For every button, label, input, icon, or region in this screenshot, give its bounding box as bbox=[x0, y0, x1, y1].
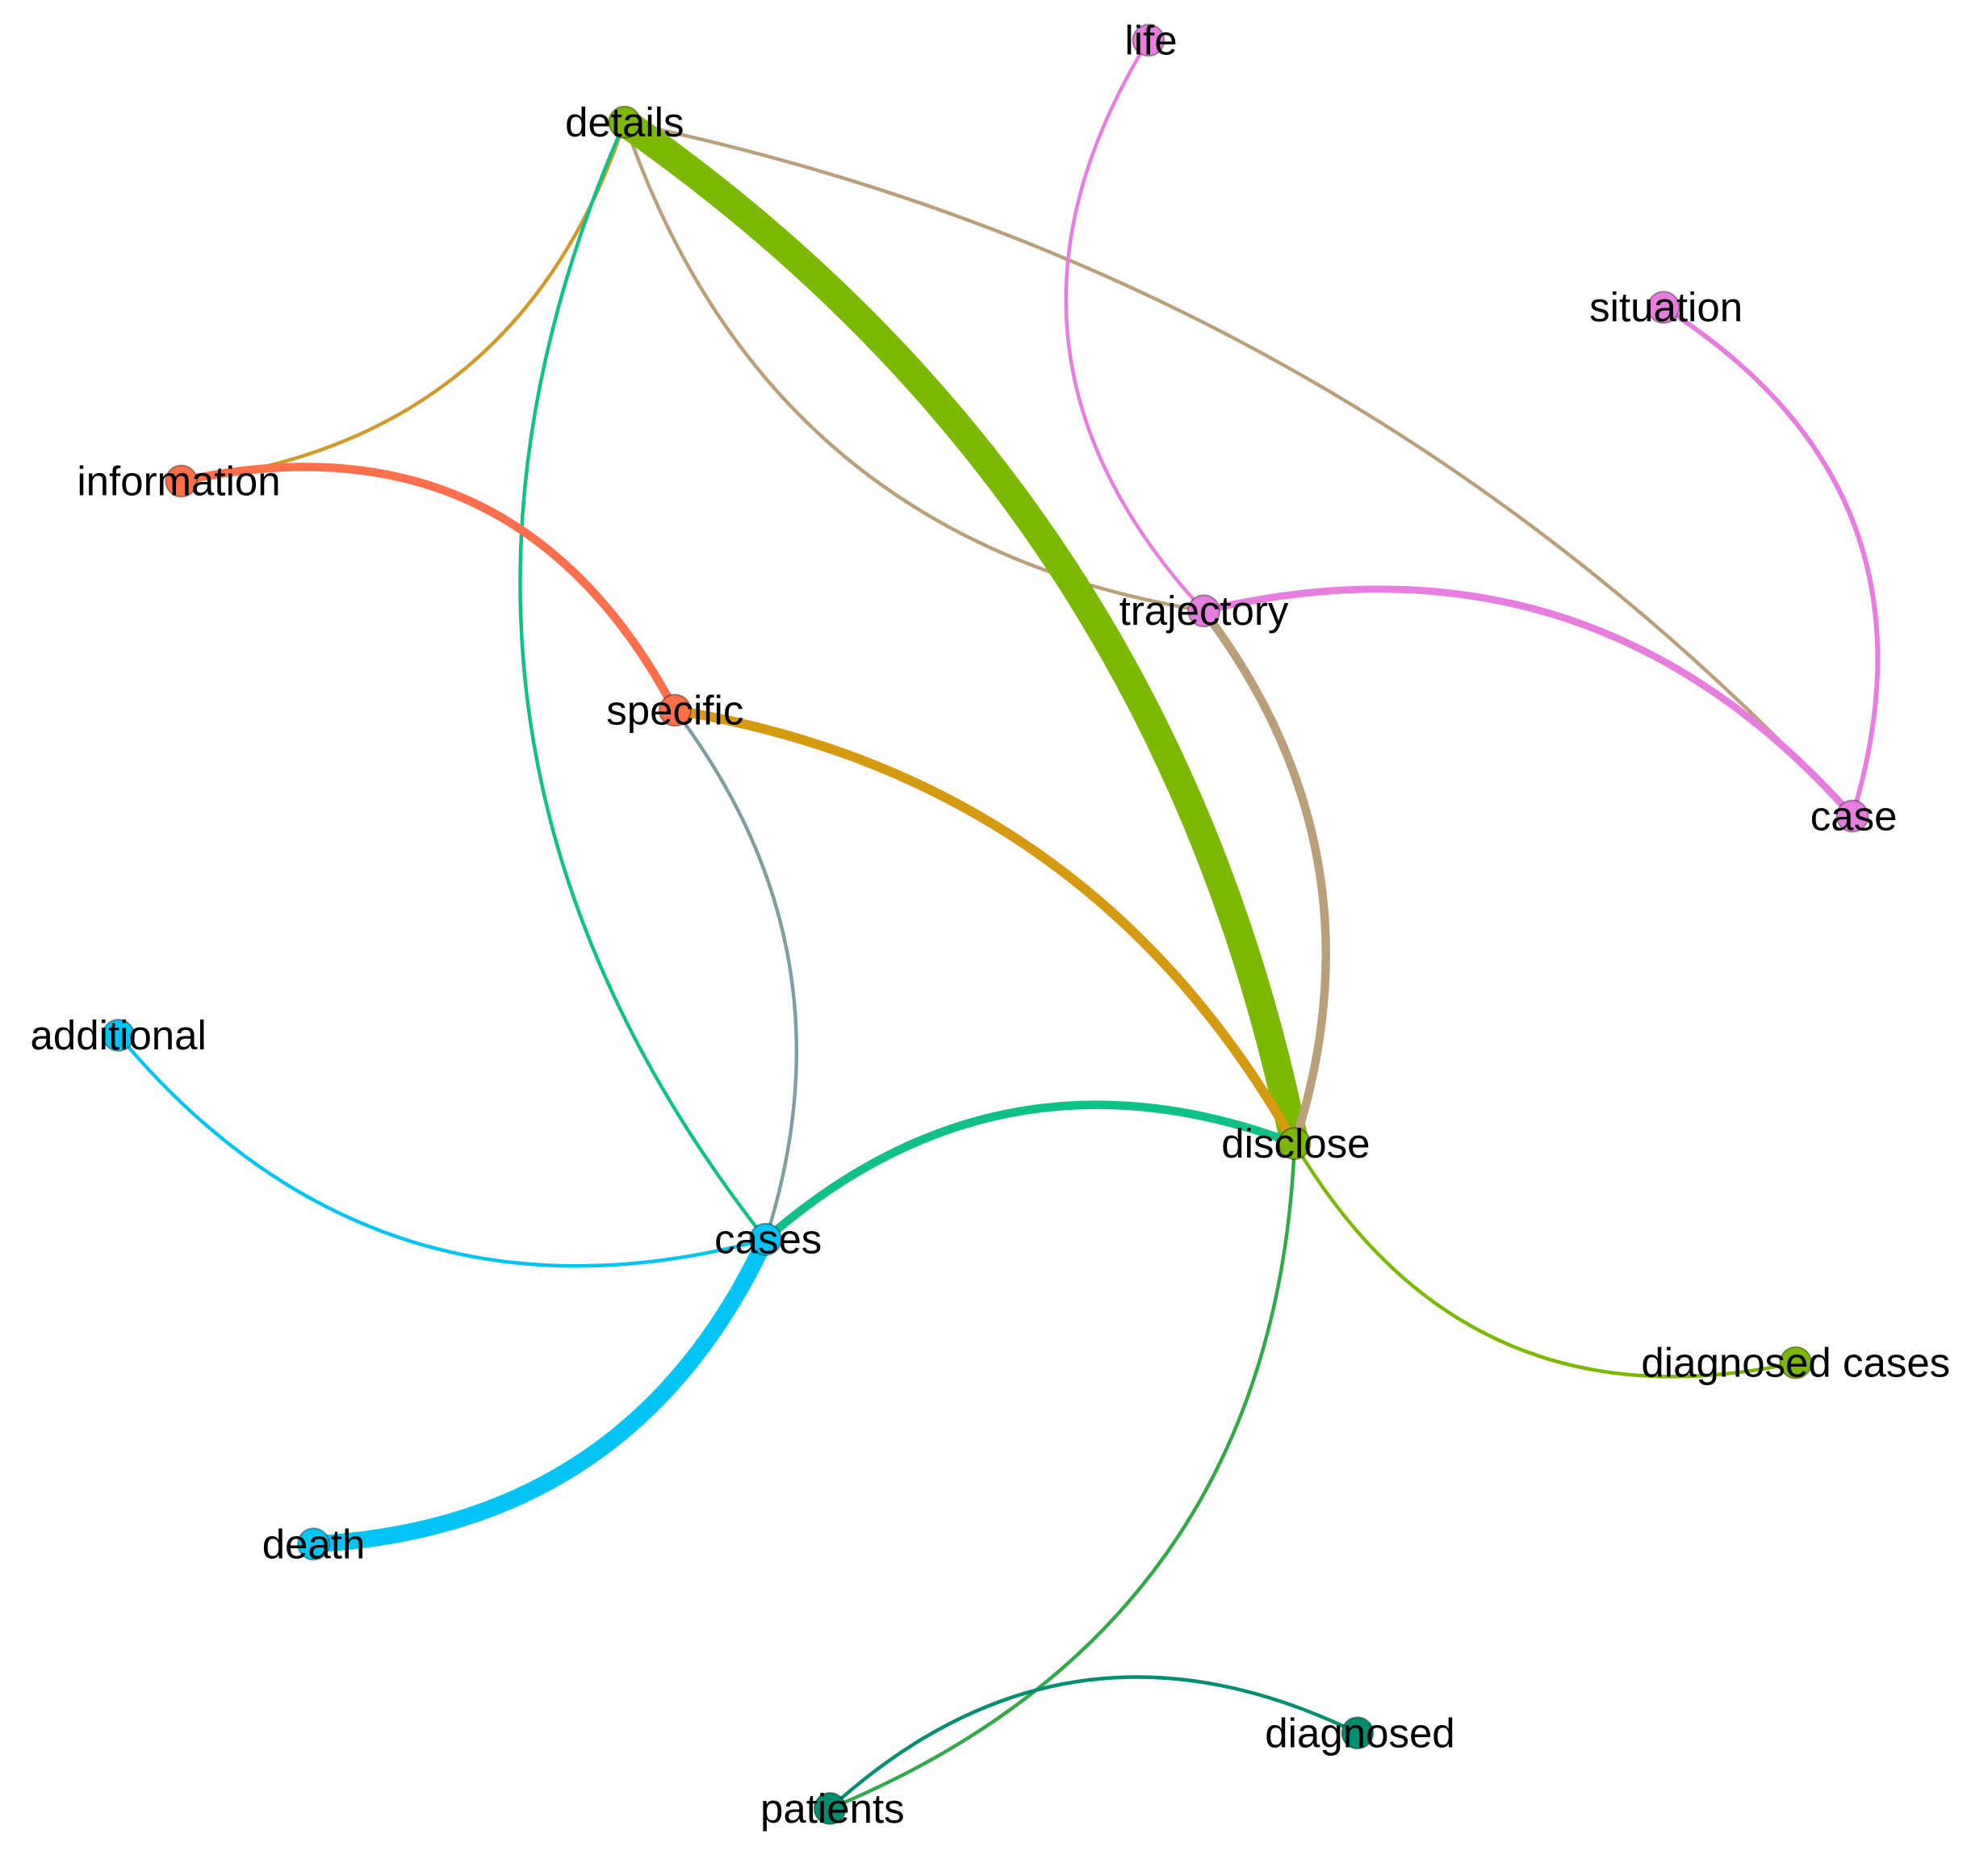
node-label-details: details bbox=[565, 99, 684, 145]
edge-additional-cases bbox=[116, 1033, 768, 1268]
edge-details-cases bbox=[518, 120, 768, 1242]
edge-trajectory-case bbox=[1200, 585, 1856, 820]
node-label-additional: additional bbox=[31, 1012, 207, 1058]
node-label-trajectory: trajectory bbox=[1120, 588, 1289, 634]
node-label-death: death bbox=[262, 1521, 366, 1567]
edge-information-specific bbox=[177, 463, 680, 715]
edge-patients-diagnosed bbox=[828, 1675, 1360, 1811]
node-label-situation: situation bbox=[1589, 284, 1743, 330]
edge-situation-case bbox=[1661, 304, 1881, 819]
edge-specific-disclose bbox=[670, 705, 1299, 1149]
node-label-cases: cases bbox=[714, 1216, 822, 1263]
edge-cases-death bbox=[305, 1230, 774, 1553]
node-cases bbox=[749, 1222, 783, 1256]
node-label-patients: patients bbox=[760, 1786, 905, 1832]
node-label-diagnosed-cases: diagnosed cases bbox=[1641, 1340, 1950, 1386]
node-layer bbox=[102, 23, 1869, 1825]
node-label-information: information bbox=[77, 459, 280, 505]
node-label-life: life bbox=[1124, 17, 1177, 63]
node-specific bbox=[658, 693, 692, 727]
node-diagnosed-cases bbox=[1779, 1346, 1813, 1380]
node-details bbox=[608, 105, 642, 139]
node-situation bbox=[1647, 291, 1680, 325]
node-patients bbox=[813, 1791, 847, 1825]
edge-details-disclose bbox=[610, 107, 1309, 1158]
node-label-case: case bbox=[1810, 794, 1898, 840]
edge-disclose-diagnosed-cases bbox=[1292, 1141, 1798, 1379]
edge-trajectory-disclose bbox=[1199, 606, 1330, 1148]
edge-layer bbox=[116, 38, 1881, 1811]
label-layer: details life situation information trajector… bbox=[31, 17, 1951, 1832]
node-death bbox=[297, 1527, 330, 1561]
node-additional bbox=[102, 1019, 136, 1052]
node-disclose bbox=[1278, 1127, 1312, 1161]
node-label-diagnosed: diagnosed bbox=[1265, 1710, 1454, 1756]
node-case bbox=[1835, 799, 1869, 833]
edge-life-trajectory bbox=[1064, 38, 1206, 613]
edge-disclose-patients bbox=[828, 1141, 1297, 1811]
node-diagnosed bbox=[1341, 1716, 1375, 1750]
node-information bbox=[165, 464, 199, 498]
node-life bbox=[1132, 23, 1166, 57]
node-trajectory bbox=[1187, 594, 1220, 628]
node-label-specific: specific bbox=[606, 687, 743, 733]
edge-details-information bbox=[179, 120, 626, 484]
edge-details-case bbox=[622, 120, 1855, 819]
edge-cases-disclose bbox=[761, 1100, 1299, 1244]
edge-specific-cases bbox=[673, 708, 799, 1242]
node-label-disclose: disclose bbox=[1221, 1120, 1370, 1166]
